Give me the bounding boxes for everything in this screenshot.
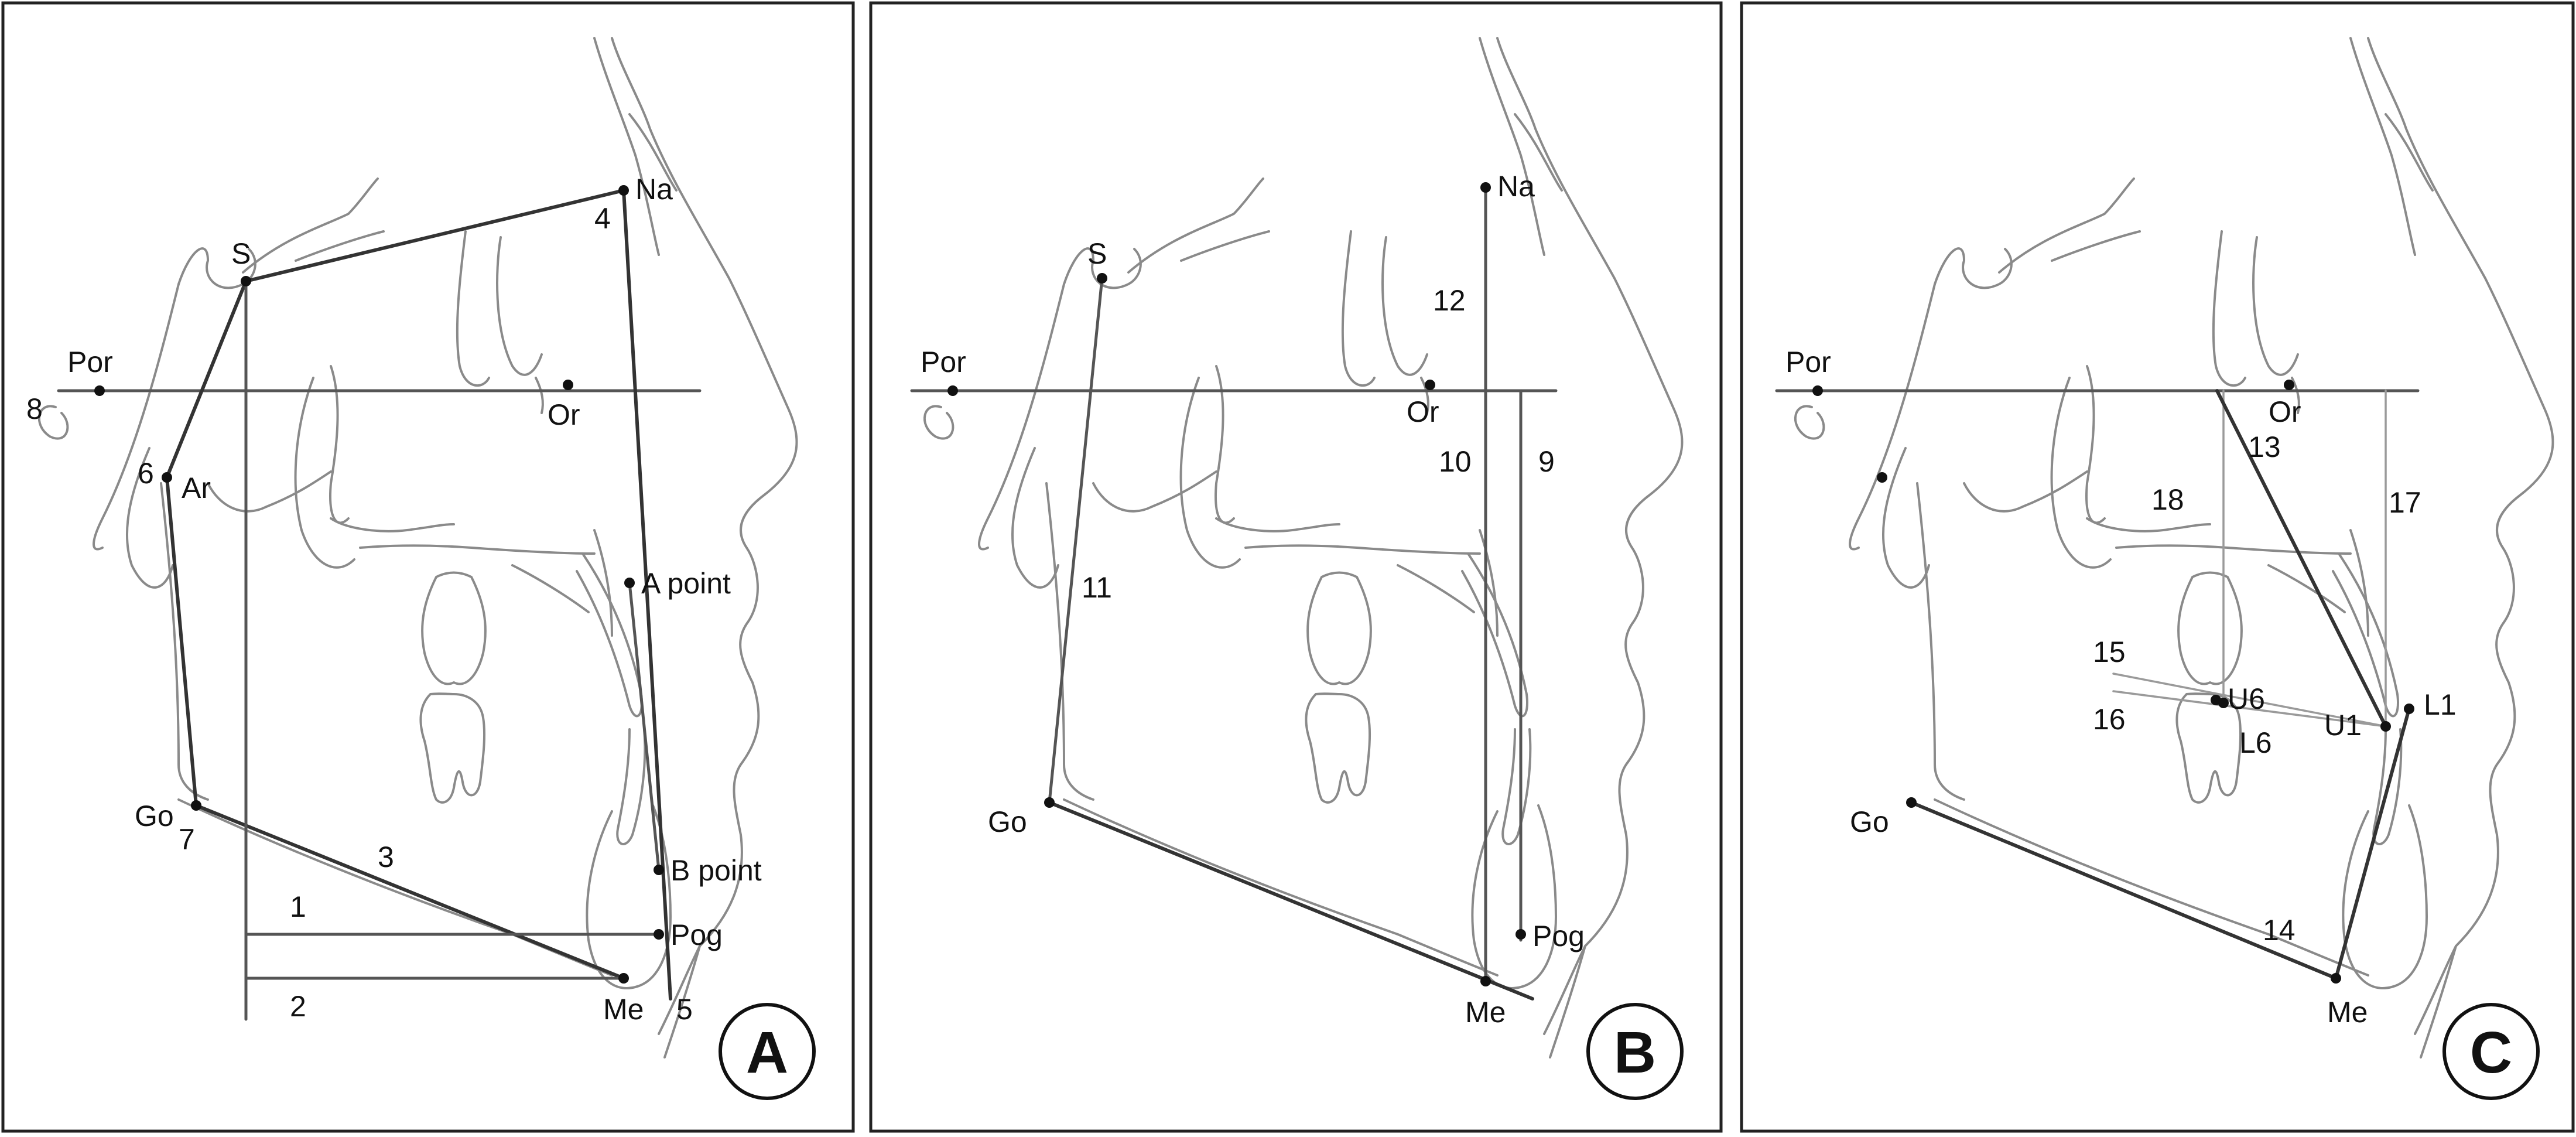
pog-label: Pog — [670, 919, 723, 951]
me-label: Me — [603, 993, 644, 1026]
ar-point — [162, 472, 172, 483]
mandibular-plane-line — [1910, 801, 2338, 980]
measurement-4-label: 4 — [594, 202, 611, 235]
me-point — [1480, 976, 1491, 986]
measurement-10-label: 10 — [1439, 445, 1472, 478]
measurement-9-label: 9 — [1538, 445, 1555, 478]
l6-label: L6 — [2239, 726, 2272, 759]
or-point — [1425, 380, 1435, 390]
por-label: Por — [921, 346, 966, 378]
panel-a-badge — [719, 1003, 816, 1100]
me-point — [618, 973, 629, 984]
measurement-17-label: 17 — [2389, 486, 2421, 519]
panel-c-frame — [1740, 1, 2575, 1133]
b-point — [654, 865, 664, 875]
s-go-line — [1048, 276, 1104, 804]
measurement-1-label: 1 — [290, 890, 306, 923]
measurement-5-label: 5 — [676, 993, 693, 1026]
u1-axis-line — [2215, 389, 2387, 728]
s-label: S — [1087, 237, 1107, 270]
measurement-15-label: 15 — [2093, 636, 2126, 668]
na-point — [1480, 182, 1491, 193]
panel-a: Na S Por Or Ar A point Go B point Pog Me… — [1, 1, 855, 1133]
panel-c: Por Or Go Me U6 L6 U1 L1 13 14 15 16 17 … — [1740, 1, 2575, 1133]
me-label: Me — [1465, 996, 1506, 1029]
panel-a-frame — [1, 1, 855, 1133]
ar-go-line — [165, 476, 198, 807]
measurement-18-label: 18 — [2151, 483, 2184, 516]
na-label: Na — [1497, 170, 1535, 203]
s-point — [241, 276, 251, 286]
measurement-7-label: 7 — [179, 823, 195, 856]
or-point — [2284, 380, 2294, 390]
l6-point — [2218, 698, 2229, 708]
measurement-11-label: 11 — [1082, 571, 1112, 604]
na-point — [618, 185, 629, 196]
s-point — [1097, 273, 1107, 284]
occlusal-plane-line-lower — [2112, 690, 2387, 728]
a-point-label: A point — [641, 567, 731, 600]
u6-label: U6 — [2228, 682, 2265, 715]
panel-b-letter: B — [1614, 1020, 1656, 1085]
panel-b-badge — [1586, 1003, 1684, 1100]
por-label: Por — [1785, 346, 1831, 378]
panel-b-frame — [869, 1, 1723, 1133]
me-point — [2331, 973, 2341, 984]
ar-point — [1877, 472, 1887, 483]
por-point — [94, 385, 105, 396]
measurement-12-label: 12 — [1433, 284, 1466, 317]
measurement-3-label: 3 — [378, 841, 394, 873]
ar-label: Ar — [182, 472, 211, 504]
l1-label: L1 — [2424, 688, 2457, 721]
s-label: S — [231, 237, 251, 270]
go-label: Go — [1850, 805, 1889, 838]
s-ar-line — [165, 279, 248, 479]
go-point — [1044, 797, 1055, 808]
na-label: Na — [635, 173, 673, 206]
go-label: Go — [988, 805, 1027, 838]
sn-line — [244, 189, 625, 283]
panel-c-badge — [2442, 1003, 2540, 1100]
measurement-14-label: 14 — [2263, 914, 2296, 947]
u1-point — [2380, 721, 2391, 732]
u1-label: U1 — [2324, 709, 2362, 742]
l1-axis-line — [2334, 707, 2411, 980]
por-point — [1812, 385, 1823, 396]
or-point — [563, 380, 573, 390]
go-point — [191, 800, 201, 811]
panel-c-letter: C — [2470, 1020, 2512, 1085]
pog-label: Pog — [1532, 920, 1585, 952]
por-point — [947, 385, 958, 396]
me-label: Me — [2327, 996, 2368, 1029]
measurement-13-label: 13 — [2248, 431, 2281, 463]
occlusal-plane-line-upper — [2112, 672, 2387, 728]
measurement-6-label: 6 — [138, 457, 154, 490]
measurement-16-label: 16 — [2093, 703, 2126, 736]
go-label: Go — [135, 800, 174, 832]
or-label: Or — [2269, 395, 2301, 428]
or-label: Or — [1407, 395, 1439, 428]
measurement-8-label: 8 — [26, 392, 43, 425]
or-label: Or — [548, 398, 580, 431]
a-point — [624, 578, 635, 588]
a-b-line — [628, 581, 661, 872]
mandibular-plane-line — [1048, 801, 1534, 1001]
na-b-line — [622, 189, 672, 1001]
mandibular-plane-line — [194, 804, 625, 980]
por-label: Por — [67, 346, 113, 378]
panel-b: Na S Por Or Go Pog Me 9 10 11 12 B — [869, 1, 1723, 1133]
pog-point — [1516, 929, 1526, 940]
l1-point — [2404, 704, 2414, 714]
measurement-2-label: 2 — [290, 990, 306, 1023]
pog-point — [654, 929, 664, 940]
b-point-label: B point — [670, 854, 762, 887]
panel-a-letter: A — [746, 1020, 788, 1085]
go-point — [1906, 797, 1917, 808]
